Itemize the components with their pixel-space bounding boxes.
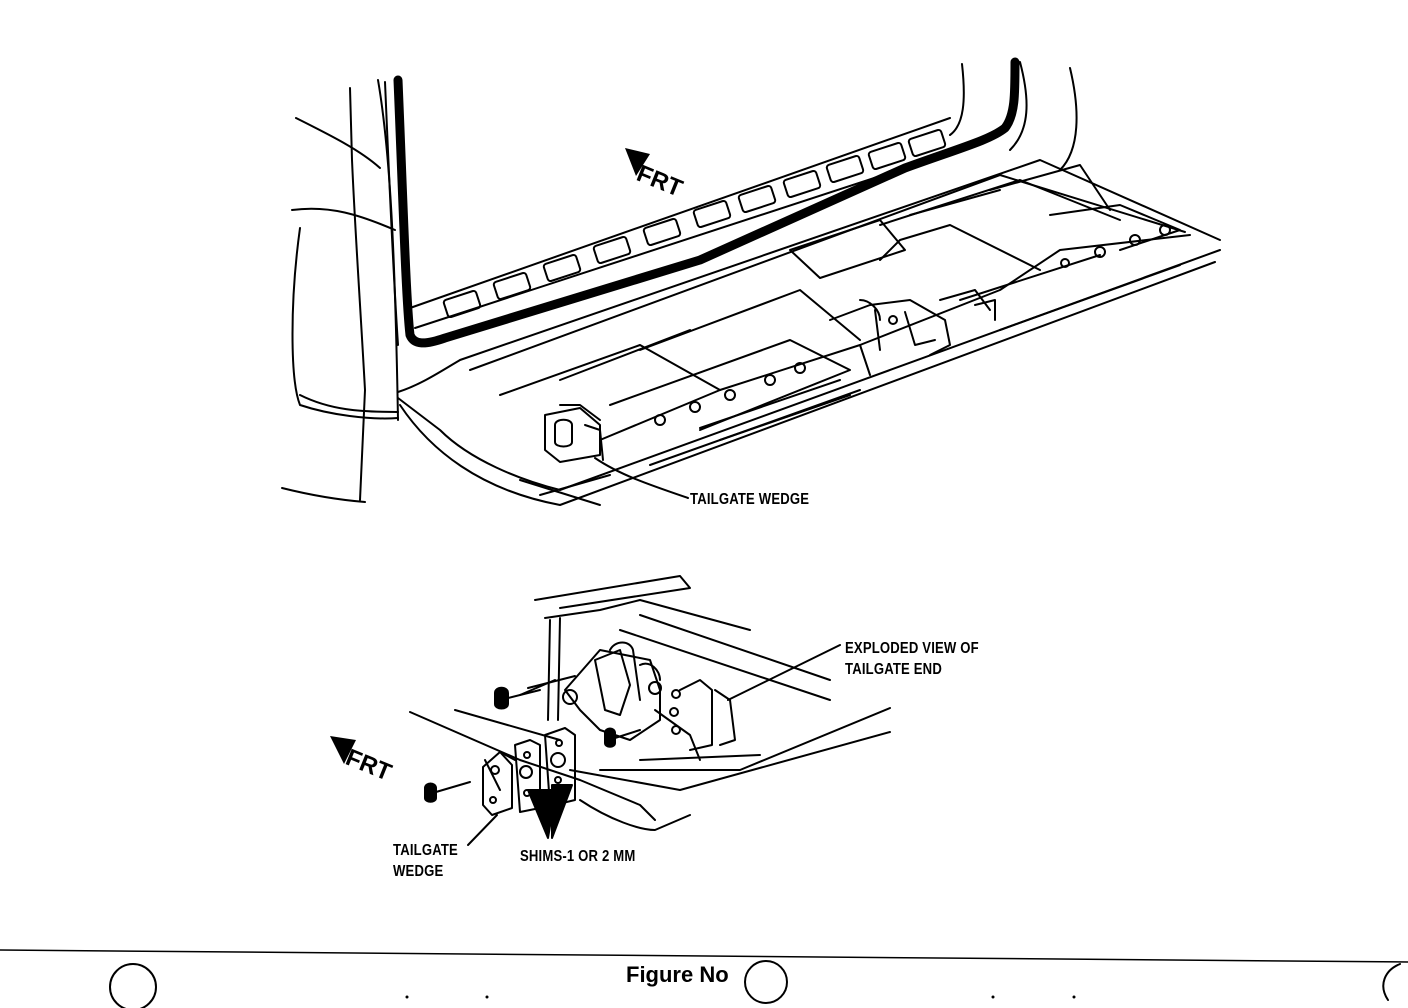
mounting-bolts	[425, 676, 640, 802]
exploded-view-title-line1: EXPLODED VIEW OF	[845, 640, 979, 657]
shims-label: SHIMS-1 OR 2 MM	[520, 848, 636, 865]
figure-number-circle	[745, 961, 787, 1003]
right-punch-hole	[1383, 964, 1400, 1000]
tailgate-wedge-top	[545, 405, 603, 462]
scan-specks	[405, 995, 1076, 999]
center-latch-mechanism	[830, 290, 995, 355]
left-punch-hole	[110, 964, 156, 1008]
shims-pointer	[528, 785, 572, 838]
van-body-side	[282, 80, 398, 502]
tailgate-wedge-label-top: TAILGATE WEDGE	[690, 491, 810, 508]
door-weatherstrip	[385, 62, 1077, 345]
frt-arrow-top	[625, 148, 650, 176]
tailgate-wedge-label-exploded-line1: TAILGATE	[393, 842, 458, 859]
exploded-tailgate-wedge	[483, 752, 515, 815]
door-sill-panel	[410, 118, 960, 328]
shim-plates	[515, 728, 575, 812]
exploded-view-title-line2: TAILGATE END	[845, 661, 942, 678]
wedge-leader-line	[595, 458, 688, 498]
footer-rule	[0, 950, 1408, 962]
tailgate-wedge-label-exploded-line2: WEDGE	[393, 863, 444, 880]
frt-arrow-exploded	[330, 736, 356, 764]
exploded-leader-to-bolt	[520, 680, 555, 695]
striker-latch-assembly	[565, 643, 735, 761]
tailgate-panel	[398, 160, 1220, 505]
exploded-title-leader	[728, 645, 840, 700]
exploded-wedge-leader	[468, 815, 497, 845]
figure-number-label: Figure No	[626, 962, 729, 987]
